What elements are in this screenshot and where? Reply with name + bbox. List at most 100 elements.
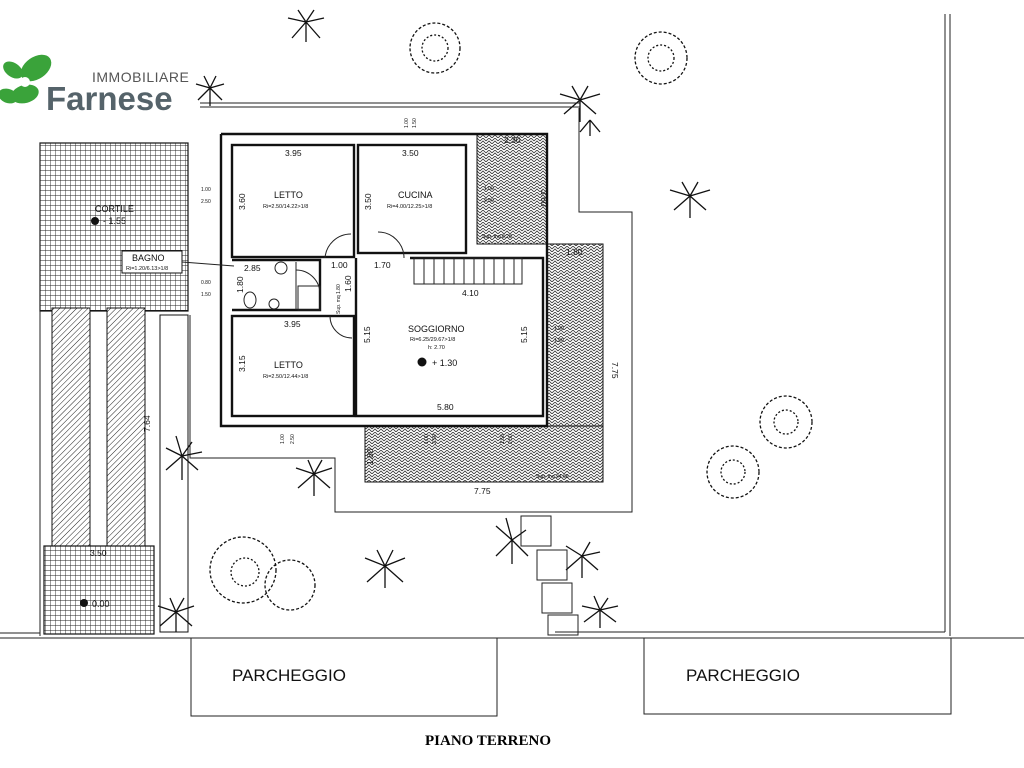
cortile-label: CORTILE — [95, 204, 134, 214]
disimpegno-width: 1.00 — [331, 260, 348, 270]
door-swing-icon — [329, 315, 353, 339]
soggiorno-width: 5.80 — [437, 402, 454, 412]
cortile-area: CORTILE - 1.55 3.50 0.00 7.64 — [39, 142, 189, 636]
porch-bottom-height: 1.80 — [365, 448, 375, 465]
sink-icon — [274, 261, 288, 275]
level-marker-icon — [417, 357, 427, 367]
soggiorno-info: Ri=6.25/29.67>1/8 — [410, 337, 455, 343]
stair-width-dim: 1.70 — [374, 260, 391, 270]
shrub-icon — [581, 595, 619, 628]
logo-text-immobiliare: IMMOBILIARE — [92, 69, 189, 85]
window-bottom3-height: 2.50 — [508, 434, 514, 444]
shrub-icon — [364, 549, 406, 588]
level-zero: 0.00 — [92, 599, 110, 609]
parking-right-label: PARCHEGGIO — [686, 666, 800, 685]
letto1-name: LETTO — [274, 190, 303, 200]
company-logo: IMMOBILIARE Farnese — [0, 54, 189, 117]
level-marker-icon — [91, 217, 99, 225]
soggiorno-level: + 1.30 — [432, 358, 457, 368]
tree-icon — [634, 31, 688, 85]
porch-bottom: 1.80 Sup. mq 24.66 7.75 — [364, 425, 604, 496]
bagno-info: Ri=1.20/6.13>1/8 — [126, 266, 168, 272]
cucina-width: 3.50 — [402, 148, 419, 158]
tree-icon — [409, 22, 461, 74]
stepping-stones — [520, 515, 579, 636]
soggiorno-name: SOGGIORNO — [408, 324, 465, 334]
letto2-height: 3.15 — [237, 355, 247, 372]
window-bottom-height: 2.50 — [290, 434, 296, 444]
shrub-icon — [157, 597, 195, 632]
soggiorno-ceiling: h: 2.70 — [428, 345, 445, 351]
porch-top-width: 2.30 — [504, 135, 521, 145]
porch-bottom-area: Sup. mq 24.66 — [536, 474, 569, 480]
porch-bottom-width: 7.75 — [474, 486, 491, 496]
window-bottom-width: 1.00 — [280, 434, 286, 444]
shrub-icon — [669, 181, 711, 218]
tree-icon — [759, 395, 813, 449]
porch-top-area: Sup. mq 8.28 — [482, 234, 512, 240]
letto2-info: Ri=2.50/12.44>1/8 — [263, 374, 308, 380]
logo-text-farnese: Farnese — [46, 80, 173, 117]
porch-top-height: 3.60 — [539, 190, 549, 207]
room-letto-1: 3.95 3.60 LETTO Ri=2.50/14.22>1/8 — [237, 148, 308, 210]
room-letto-2: 3.95 3.15 LETTO Ri=2.50/12.44>1/8 — [237, 319, 308, 380]
room-cucina: 3.50 3.50 CUCINA Ri=4.00/12.25>1/8 — [363, 148, 433, 210]
letto2-name: LETTO — [274, 360, 303, 370]
bagno-width: 2.85 — [244, 263, 261, 273]
cucina-name: CUCINA — [398, 190, 433, 200]
side-length-dim: 7.64 — [142, 415, 152, 432]
lower-width-dim: 3.50 — [90, 548, 107, 558]
leaf-icon — [0, 54, 52, 104]
stair-length-dim: 4.10 — [462, 288, 479, 298]
cucina-info: Ri=4.00/12.25>1/8 — [387, 204, 432, 210]
stair: 1.70 4.10 — [374, 257, 523, 298]
soggiorno-height-right: 5.15 — [519, 326, 529, 343]
window-left1-width: 1.00 — [201, 187, 211, 193]
door-swing-icon — [377, 231, 405, 259]
cortile-level: - 1.55 — [103, 216, 126, 226]
parking-left: PARCHEGGIO — [190, 638, 498, 717]
cucina-height: 3.50 — [363, 193, 373, 210]
window-sogg-width: 1.00 — [554, 326, 564, 332]
window-bottom2-width: 1.00 — [424, 434, 430, 444]
window-bottom2-height: 2.50 — [432, 434, 438, 444]
disimpegno-area: Sup. mq 1.80 — [336, 284, 342, 314]
window-top-height: 1.50 — [412, 118, 418, 128]
bidet-icon — [268, 298, 280, 310]
window-cucina-width: 1.00 — [484, 186, 494, 192]
shrub-icon — [559, 85, 601, 136]
toilet-icon — [243, 291, 257, 309]
door-swing-icon — [295, 269, 321, 295]
letto2-width: 3.95 — [284, 319, 301, 329]
room-bagno: BAGNO Ri=1.20/6.13>1/8 2.85 1.80 — [121, 250, 261, 293]
plan-title: PIANO TERRENO — [425, 733, 551, 749]
shrub-icon — [495, 517, 529, 564]
level-marker-icon — [80, 599, 88, 607]
window-top-width: 1.00 — [404, 118, 410, 128]
letto1-info: Ri=2.50/14.22>1/8 — [263, 204, 308, 210]
window-left1-height: 2.50 — [201, 199, 211, 205]
disimpegno-height: 1.60 — [343, 275, 353, 292]
shrub-icon — [195, 75, 225, 106]
parking-right: PARCHEGGIO — [643, 638, 952, 715]
parking-left-label: PARCHEGGIO — [232, 666, 346, 685]
window-left2-width: 0.80 — [201, 280, 211, 286]
letto1-height: 3.60 — [237, 193, 247, 210]
shrub-icon — [287, 9, 325, 42]
window-cucina-height: 2.50 — [484, 198, 494, 204]
letto1-width: 3.95 — [285, 148, 302, 158]
window-bottom3-width: 1.50 — [500, 434, 506, 444]
door-swing-icon — [324, 233, 352, 259]
porch-right-width: 1.80 — [566, 247, 583, 257]
tree-icon — [706, 445, 760, 499]
garden-outline — [189, 108, 633, 513]
window-labels: 1.00 1.50 1.00 2.50 0.80 1.50 1.00 2.50 … — [201, 118, 564, 444]
room-soggiorno: SOGGIORNO Ri=6.25/29.67>1/8 h: 2.70 + 1.… — [362, 324, 529, 412]
room-disimpegno: 1.00 1.60 Sup. mq 1.80 — [331, 260, 353, 314]
property-boundary — [0, 14, 1024, 639]
soggiorno-height-left: 5.15 — [362, 326, 372, 343]
bagno-name: BAGNO — [132, 253, 165, 263]
right-side-dim: 7.75 — [610, 362, 620, 379]
window-sogg-height: 1.50 — [554, 338, 564, 344]
